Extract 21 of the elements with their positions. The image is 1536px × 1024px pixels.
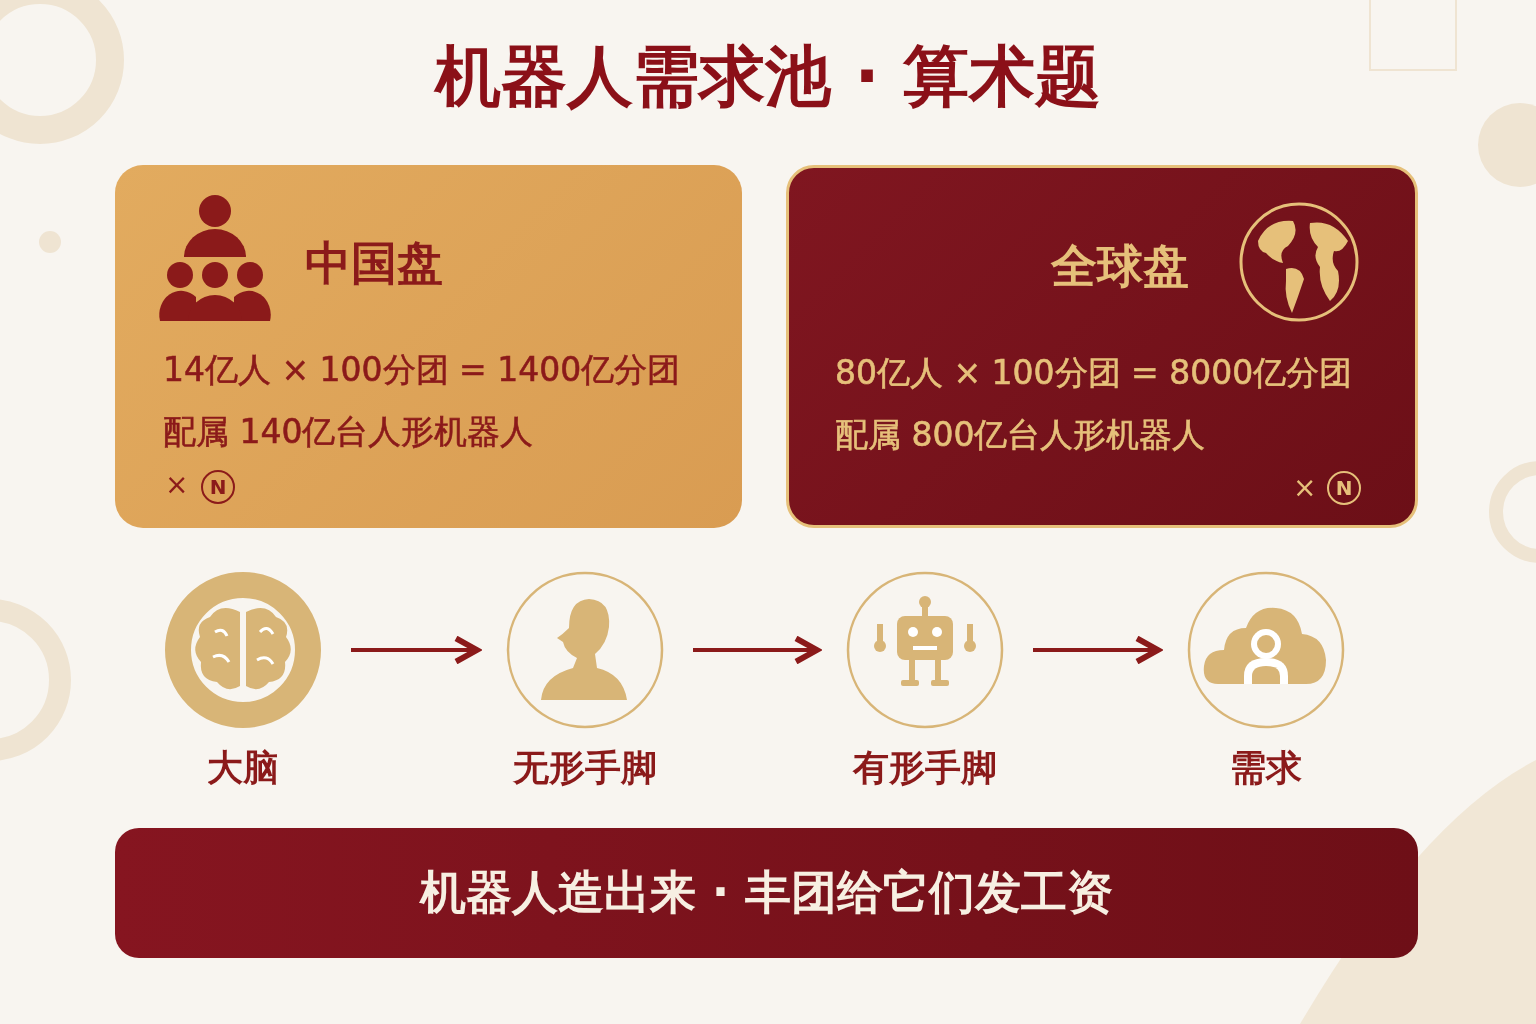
note-text: 配属 800亿台人形机器人 bbox=[835, 418, 1206, 451]
note-text: 配属 140亿台人形机器人 bbox=[163, 415, 534, 448]
arrow bbox=[693, 635, 820, 665]
multiplier-sign: × bbox=[1293, 474, 1317, 502]
info-card bbox=[786, 165, 1418, 528]
card-heading: 中国盘 bbox=[305, 240, 443, 286]
arrow bbox=[1033, 635, 1161, 665]
info-card bbox=[115, 165, 742, 528]
equation-text: 14亿人 × 100分团 = 1400亿分团 bbox=[163, 353, 681, 386]
equation-text: 80亿人 × 100分团 = 8000亿分团 bbox=[835, 356, 1353, 389]
step-label: 无形手脚 bbox=[512, 750, 658, 786]
n-badge: N bbox=[201, 470, 235, 504]
card-heading: 全球盘 bbox=[1051, 243, 1189, 289]
title: 机器人需求池 · 算术题 bbox=[432, 44, 1102, 110]
arrow bbox=[351, 635, 480, 665]
banner-bar: 机器人造出来 · 丰团给它们发工资 bbox=[115, 828, 1418, 958]
step-label: 大脑 bbox=[206, 750, 280, 786]
multiplier-sign: × bbox=[165, 471, 189, 499]
step-label: 有形手脚 bbox=[851, 750, 998, 786]
n-badge: N bbox=[1327, 471, 1361, 505]
step-label: 需求 bbox=[1229, 750, 1303, 786]
